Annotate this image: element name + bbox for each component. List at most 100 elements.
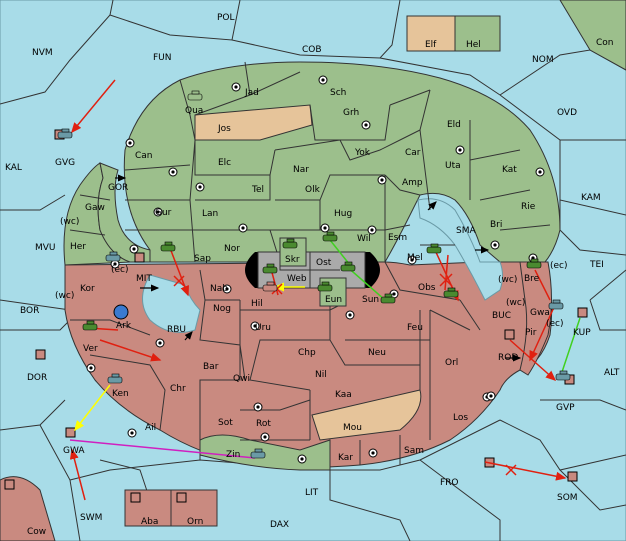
region-yok[interactable]: Yok — [354, 148, 371, 158]
region-ost[interactable]: Ost — [316, 258, 332, 268]
region-neu[interactable]: Neu — [368, 348, 386, 358]
region-bre[interactable]: Bre — [524, 274, 540, 284]
army-unit[interactable] — [443, 287, 459, 298]
region-gur[interactable]: Gur — [155, 208, 172, 218]
region-nar[interactable]: Nar — [293, 165, 309, 175]
sea-dax[interactable]: DAX — [270, 520, 289, 530]
army-unit[interactable] — [426, 243, 442, 254]
region-sap[interactable]: Sap — [194, 254, 211, 264]
region-sot[interactable]: Sot — [218, 418, 233, 428]
sea-rbu[interactable]: RBU — [167, 325, 186, 335]
army-unit[interactable] — [526, 258, 542, 269]
region-can[interactable]: Can — [135, 151, 153, 161]
region-kaa[interactable]: Kaa — [335, 390, 352, 400]
region-nab[interactable]: Nab — [210, 284, 228, 294]
sea-ovd[interactable]: OVD — [557, 108, 577, 118]
sea-cob[interactable]: COB — [302, 45, 322, 55]
region-mou[interactable] — [311, 389, 422, 441]
sea-kal[interactable]: KAL — [5, 163, 22, 173]
region-grh[interactable]: Grh — [343, 108, 359, 118]
region-jos[interactable] — [194, 104, 313, 141]
sea-fun[interactable]: FUN — [153, 53, 172, 63]
region-ken[interactable]: Ken — [112, 389, 129, 399]
sea-som[interactable]: SOM — [557, 493, 578, 503]
region-mel[interactable]: Mel — [407, 253, 423, 263]
region-ark[interactable]: Ark — [116, 321, 132, 331]
sea-lit[interactable]: LIT — [305, 488, 319, 498]
army-unit[interactable] — [82, 320, 98, 331]
dislodged-unit-icon[interactable] — [113, 304, 129, 320]
sea-nvm[interactable]: NVM — [32, 48, 53, 58]
region-web[interactable]: Web — [287, 274, 307, 284]
region-sch[interactable]: Sch — [330, 88, 346, 98]
region-orl[interactable]: Orl — [445, 358, 458, 368]
region-ail[interactable]: Ail — [145, 423, 156, 433]
region-hug[interactable]: Hug — [334, 209, 352, 219]
fleet-unit[interactable] — [548, 299, 564, 310]
region-elc[interactable]: Elc — [218, 158, 231, 168]
army-unit[interactable] — [317, 281, 333, 292]
region-wil[interactable]: Wil — [357, 234, 371, 244]
region-rie[interactable]: Rie — [521, 202, 536, 212]
fleet-unit[interactable] — [107, 373, 123, 384]
region-kor[interactable]: Kor — [80, 284, 95, 294]
region-sun[interactable]: Sun — [362, 295, 379, 305]
army-unit[interactable] — [262, 281, 278, 292]
region-uta[interactable]: Uta — [445, 161, 461, 171]
sea-mit[interactable]: MIT — [136, 274, 152, 284]
sea-kam[interactable]: KAM — [581, 193, 601, 203]
region-nog[interactable]: Nog — [213, 304, 231, 314]
region-hil[interactable]: Hil — [251, 299, 263, 309]
region-bar[interactable]: Bar — [203, 362, 219, 372]
sea-pol[interactable]: POL — [217, 13, 235, 23]
sea-gwa[interactable]: GWA — [63, 446, 85, 456]
region-nor[interactable]: Nor — [224, 244, 240, 254]
sea-kup[interactable]: KUP — [573, 328, 591, 338]
region-uru[interactable]: Uru — [255, 323, 271, 333]
sea-nom[interactable]: NOM — [532, 55, 554, 65]
sea-mvu[interactable]: MVU — [35, 243, 56, 253]
army-unit[interactable] — [380, 293, 396, 304]
region-rot[interactable]: Rot — [256, 419, 271, 429]
region-nil[interactable]: Nil — [315, 370, 327, 380]
region-chr[interactable]: Chr — [170, 384, 186, 394]
region-qwi[interactable]: Qwi — [233, 374, 250, 384]
fleet-unit[interactable] — [105, 251, 121, 262]
region-lan[interactable]: Lan — [202, 209, 218, 219]
region-ver[interactable]: Ver — [83, 344, 98, 354]
region-bri[interactable]: Bri — [490, 220, 502, 230]
region-olk[interactable]: Olk — [305, 185, 321, 195]
region-esm[interactable]: Esm — [388, 233, 407, 243]
sea-gvp[interactable]: GVP — [556, 403, 575, 413]
sea-tei[interactable]: TEI — [589, 260, 604, 270]
region-kar[interactable]: Kar — [338, 453, 353, 463]
sea-gvg[interactable]: GVG — [55, 158, 75, 168]
region-cow[interactable] — [0, 476, 56, 541]
fleet-unit[interactable] — [555, 370, 571, 381]
region-amp[interactable]: Amp — [402, 178, 423, 188]
region-car[interactable]: Car — [405, 148, 421, 158]
region-gaw[interactable]: Gaw — [85, 203, 105, 213]
region-chp[interactable]: Chp — [298, 348, 316, 358]
sea-dor[interactable]: DOR — [27, 373, 47, 383]
region-los[interactable]: Los — [453, 413, 468, 423]
region-con[interactable] — [559, 0, 626, 71]
region-sam[interactable]: Sam — [404, 446, 424, 456]
region-eld[interactable]: Eld — [447, 120, 461, 130]
region-zin[interactable] — [199, 434, 331, 471]
sea-sma[interactable]: SMA — [456, 226, 476, 236]
sea-bor[interactable]: BOR — [20, 306, 39, 316]
fleet-unit[interactable] — [187, 90, 203, 101]
region-feu[interactable]: Feu — [407, 323, 423, 333]
fleet-unit[interactable] — [57, 128, 73, 139]
army-unit[interactable] — [282, 238, 298, 249]
army-unit[interactable] — [322, 231, 338, 242]
fleet-unit[interactable] — [250, 448, 266, 459]
army-unit[interactable] — [160, 241, 176, 252]
sea-alt[interactable]: ALT — [604, 368, 620, 378]
region-obs[interactable]: Obs — [418, 283, 436, 293]
sea-rod[interactable]: ROD — [498, 353, 518, 363]
region-kat[interactable]: Kat — [502, 165, 517, 175]
region-eun[interactable]: Eun — [325, 295, 342, 305]
army-unit[interactable] — [340, 261, 356, 272]
